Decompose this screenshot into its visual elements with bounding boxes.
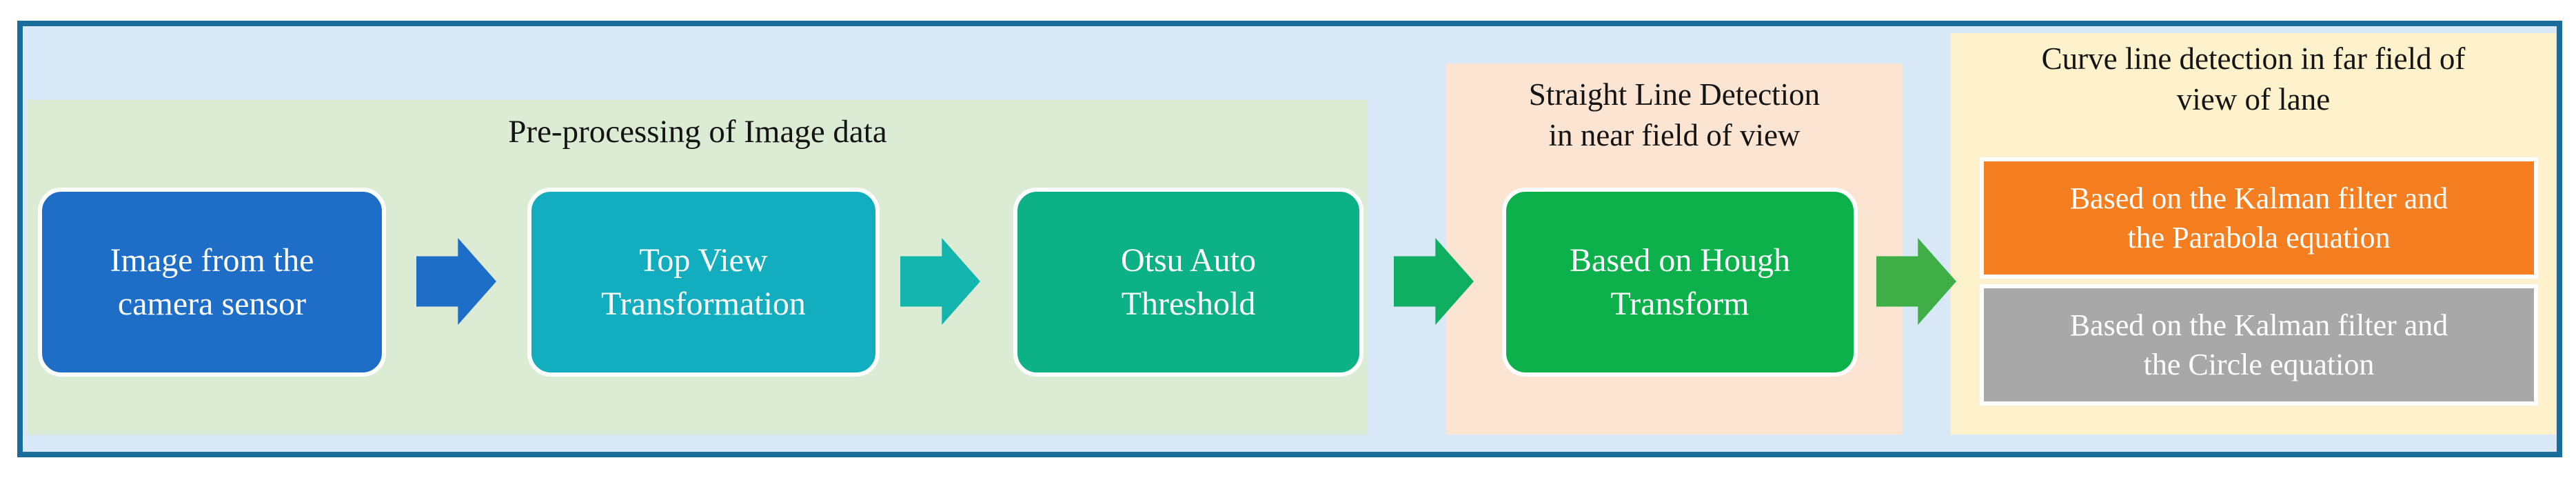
straight-line-section-title: Straight Line Detection in near field of… [1446, 74, 1903, 157]
node-label-line: Otsu Auto [1120, 241, 1257, 279]
node-label-line: the Circle equation [2143, 348, 2375, 381]
node-label-line: Based on the Kalman filter and [2069, 308, 2448, 342]
preprocessing-section-title: Pre-processing of Image data [28, 110, 1368, 153]
straight-title-line-1: Straight Line Detection [1528, 77, 1821, 112]
node-label-line: Transformation [601, 286, 806, 322]
node-label-line: Transform [1610, 286, 1750, 322]
node-label-line: Threshold [1121, 286, 1256, 322]
node-label-line: Top View [639, 241, 768, 279]
node-kalman-parabola-equation: Based on the Kalman filter and the Parab… [1980, 157, 2538, 279]
node-label-line: Image from the [110, 241, 314, 279]
node-based-on-hough-transform: Based on Hough Transform [1502, 188, 1858, 377]
node-label-line: the Parabola equation [2127, 221, 2391, 255]
node-kalman-circle-equation: Based on the Kalman filter and the Circl… [1980, 284, 2538, 406]
straight-title-line-2: in near field of view [1548, 118, 1801, 153]
node-top-view-transformation: Top View Transformation [527, 188, 880, 377]
curve-line-section-title: Curve line detection in far field of vie… [1951, 39, 2556, 121]
node-label-line: camera sensor [117, 286, 307, 322]
preprocessing-title-line: Pre-processing of Image data [508, 114, 887, 150]
node-image-from-camera-sensor: Image from the camera sensor [38, 188, 386, 377]
curve-title-line-1: Curve line detection in far field of [2041, 41, 2466, 76]
node-label-line: Based on Hough [1570, 241, 1790, 279]
curve-title-line-2: view of lane [2176, 82, 2331, 117]
node-otsu-auto-threshold: Otsu Auto Threshold [1013, 188, 1363, 377]
node-label-line: Based on the Kalman filter and [2069, 181, 2448, 215]
